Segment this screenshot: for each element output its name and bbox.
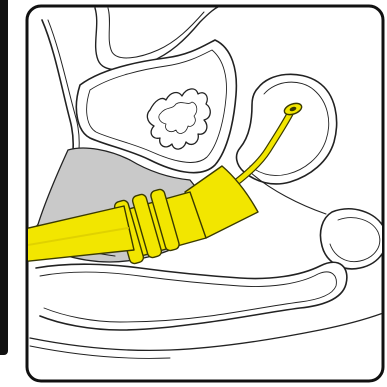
anatomy-illustration	[0, 0, 387, 387]
illustration-canvas	[0, 0, 387, 387]
